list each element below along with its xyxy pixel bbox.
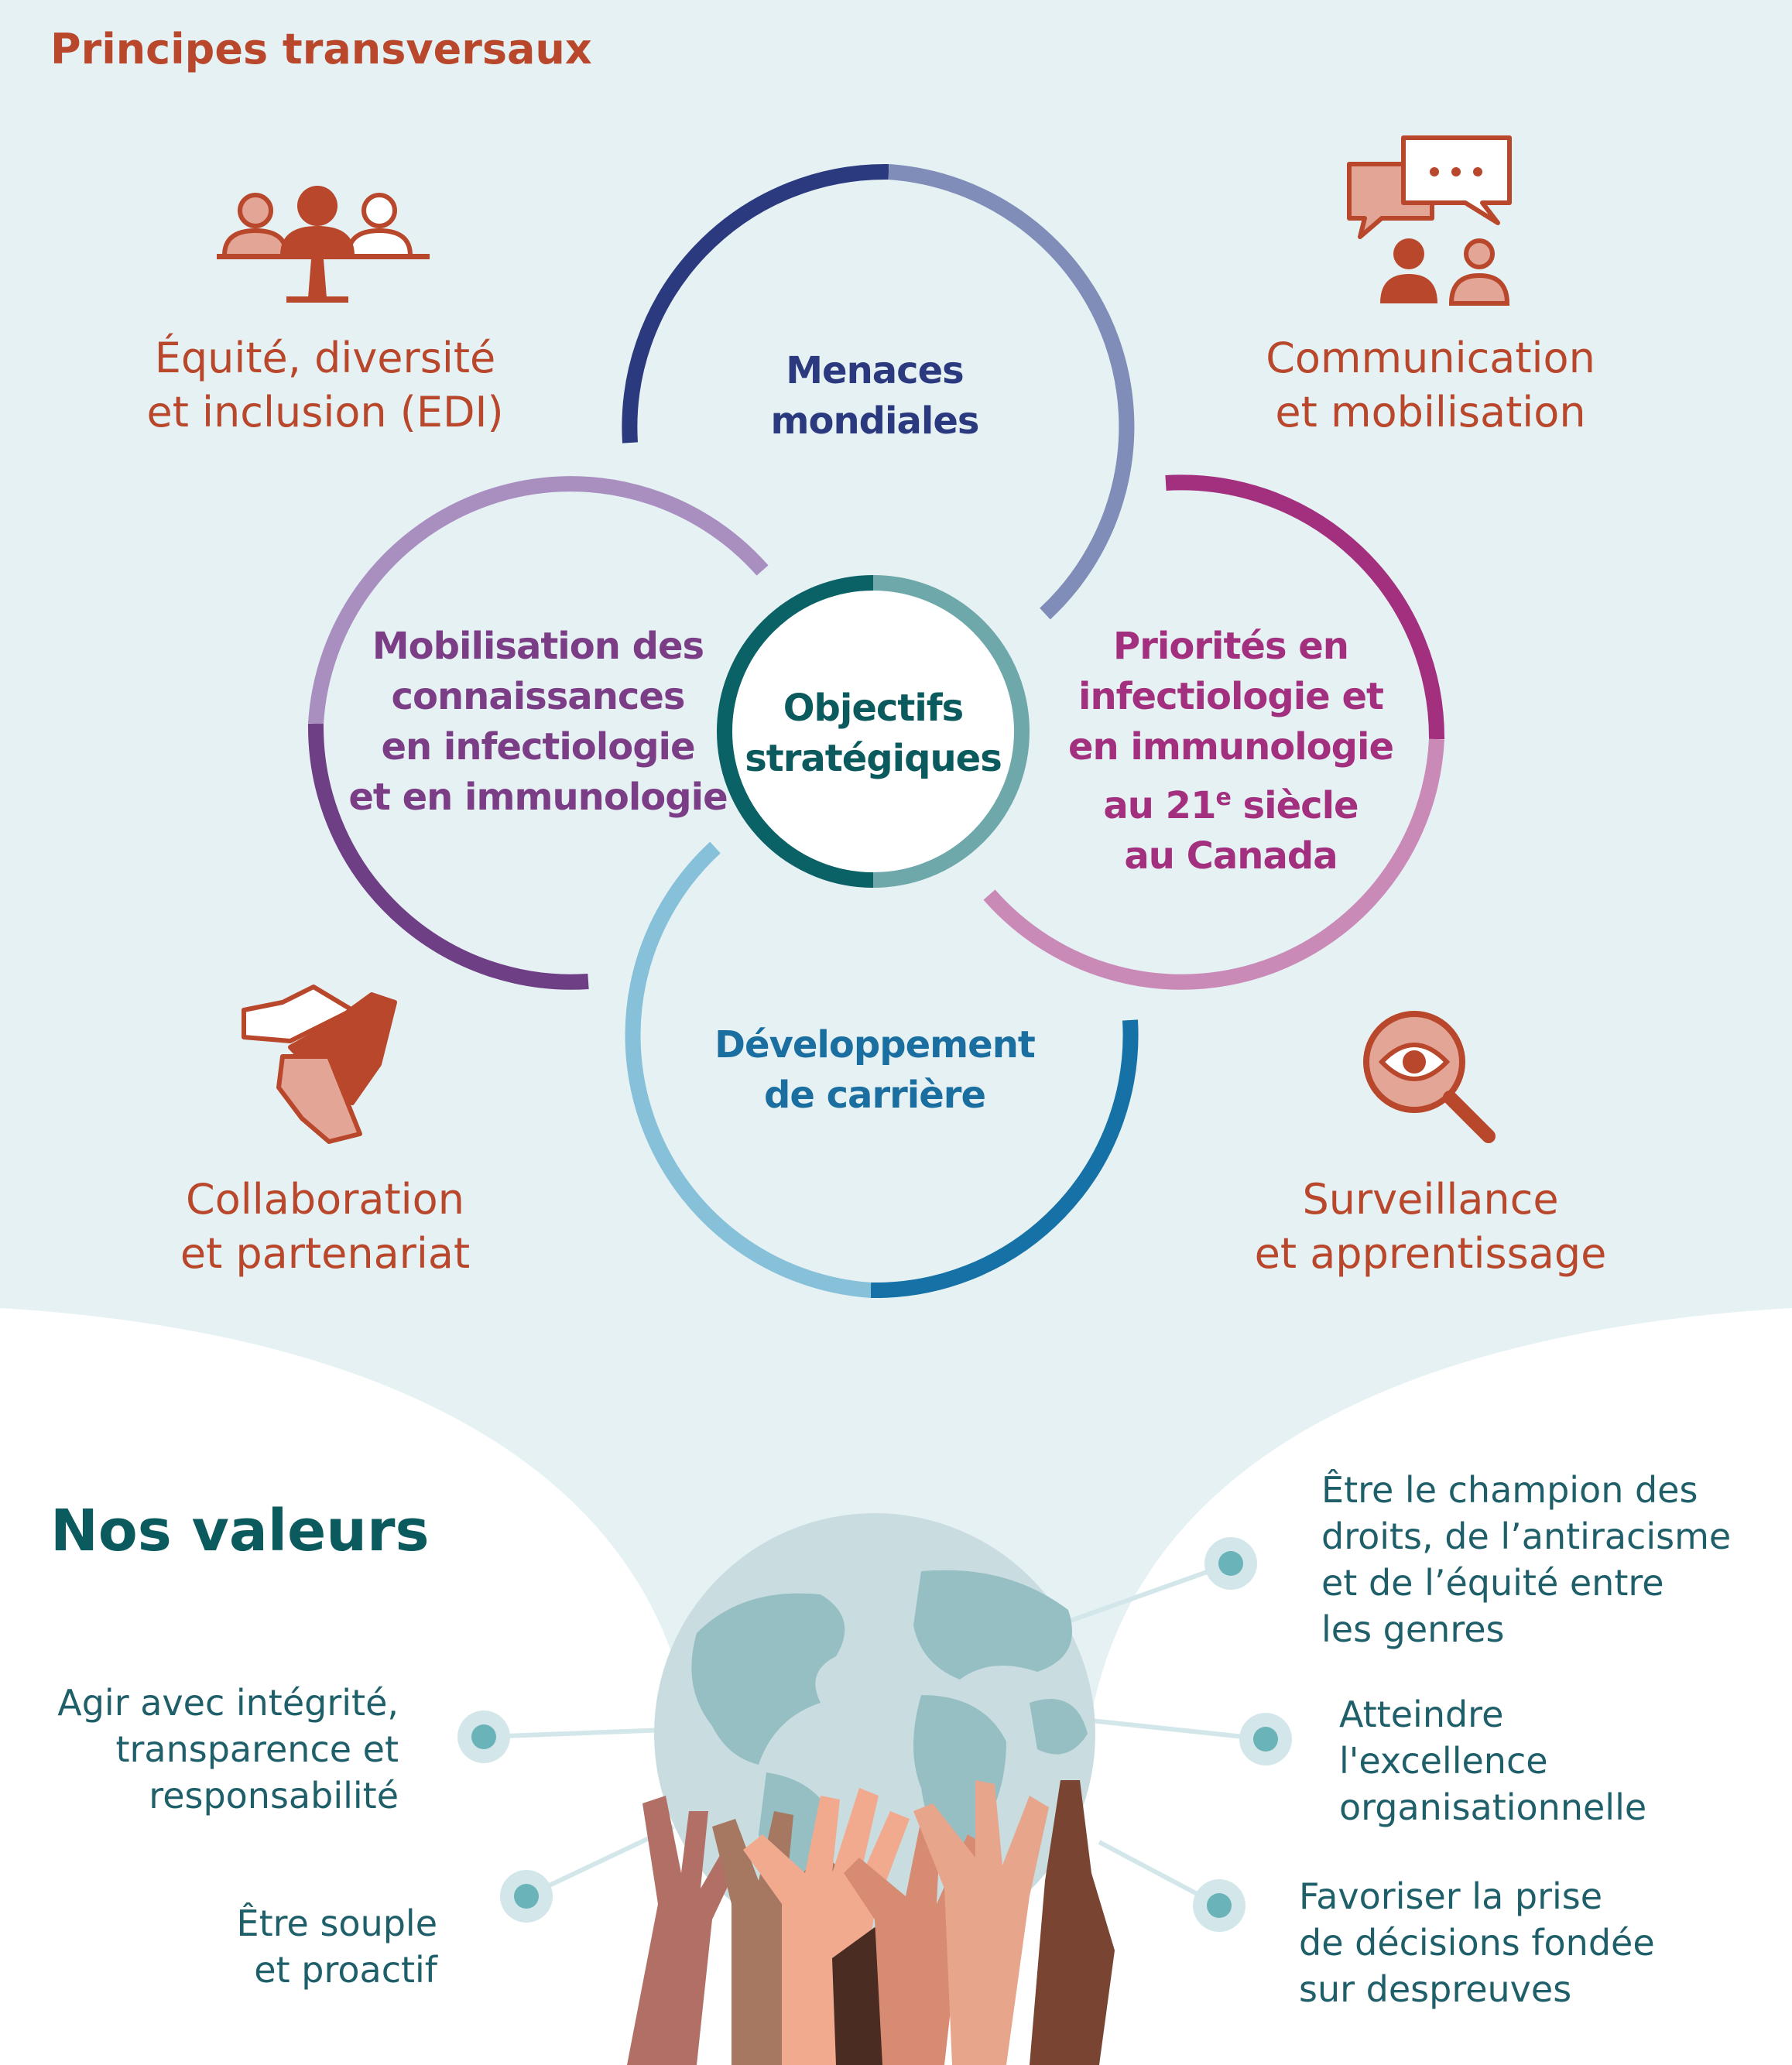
center-label: Objectifs stratégiques [745, 687, 1002, 780]
center-circle [717, 575, 1030, 888]
principles-title: Principes transversaux [50, 25, 592, 74]
value-integrite: Agir avec intégrité, transparence et res… [57, 1682, 399, 1817]
equity-scale-people-icon [217, 186, 430, 303]
raised-hands-icon [627, 1780, 1115, 2065]
principle-label-communication: Communication et mobilisation [1266, 334, 1595, 437]
circle-developpement-arc [625, 841, 1139, 1299]
circle-mobilisation-arc [307, 476, 769, 990]
circle-menaces-arc [622, 163, 1135, 620]
circle-label-developpement: Développement de carrière [714, 1023, 1036, 1117]
magnifier-eye-icon [1363, 1011, 1496, 1143]
value-excellence: Atteindre l'excellence organisationnelle [1339, 1693, 1647, 1828]
principle-label-edi: Équité, diversité et inclusion (EDI) [146, 334, 504, 437]
circle-label-priorites: Priorités en infectiologie et en immunol… [1067, 625, 1394, 878]
connector-dots [457, 1537, 1292, 1932]
circle-priorites-arc [983, 474, 1445, 990]
speech-bubbles-people-icon [1347, 135, 1512, 306]
value-decisions: Favoriser la prise de décisions fondée s… [1299, 1875, 1655, 2010]
circle-label-menaces: Menaces mondiales [770, 349, 980, 443]
principle-label-surveillance: Surveillance et apprentissage [1254, 1175, 1607, 1278]
value-champion: Être le champion des droits, de l’antira… [1321, 1469, 1732, 1650]
circle-label-mobilisation: Mobilisation des connaissances en infect… [348, 625, 728, 819]
values-title: Nos valeurs [50, 1498, 430, 1564]
joined-hands-icon [242, 985, 397, 1144]
value-souple: Être souple et proactif [236, 1902, 437, 1991]
principle-label-collaboration: Collaboration et partenariat [180, 1175, 471, 1278]
